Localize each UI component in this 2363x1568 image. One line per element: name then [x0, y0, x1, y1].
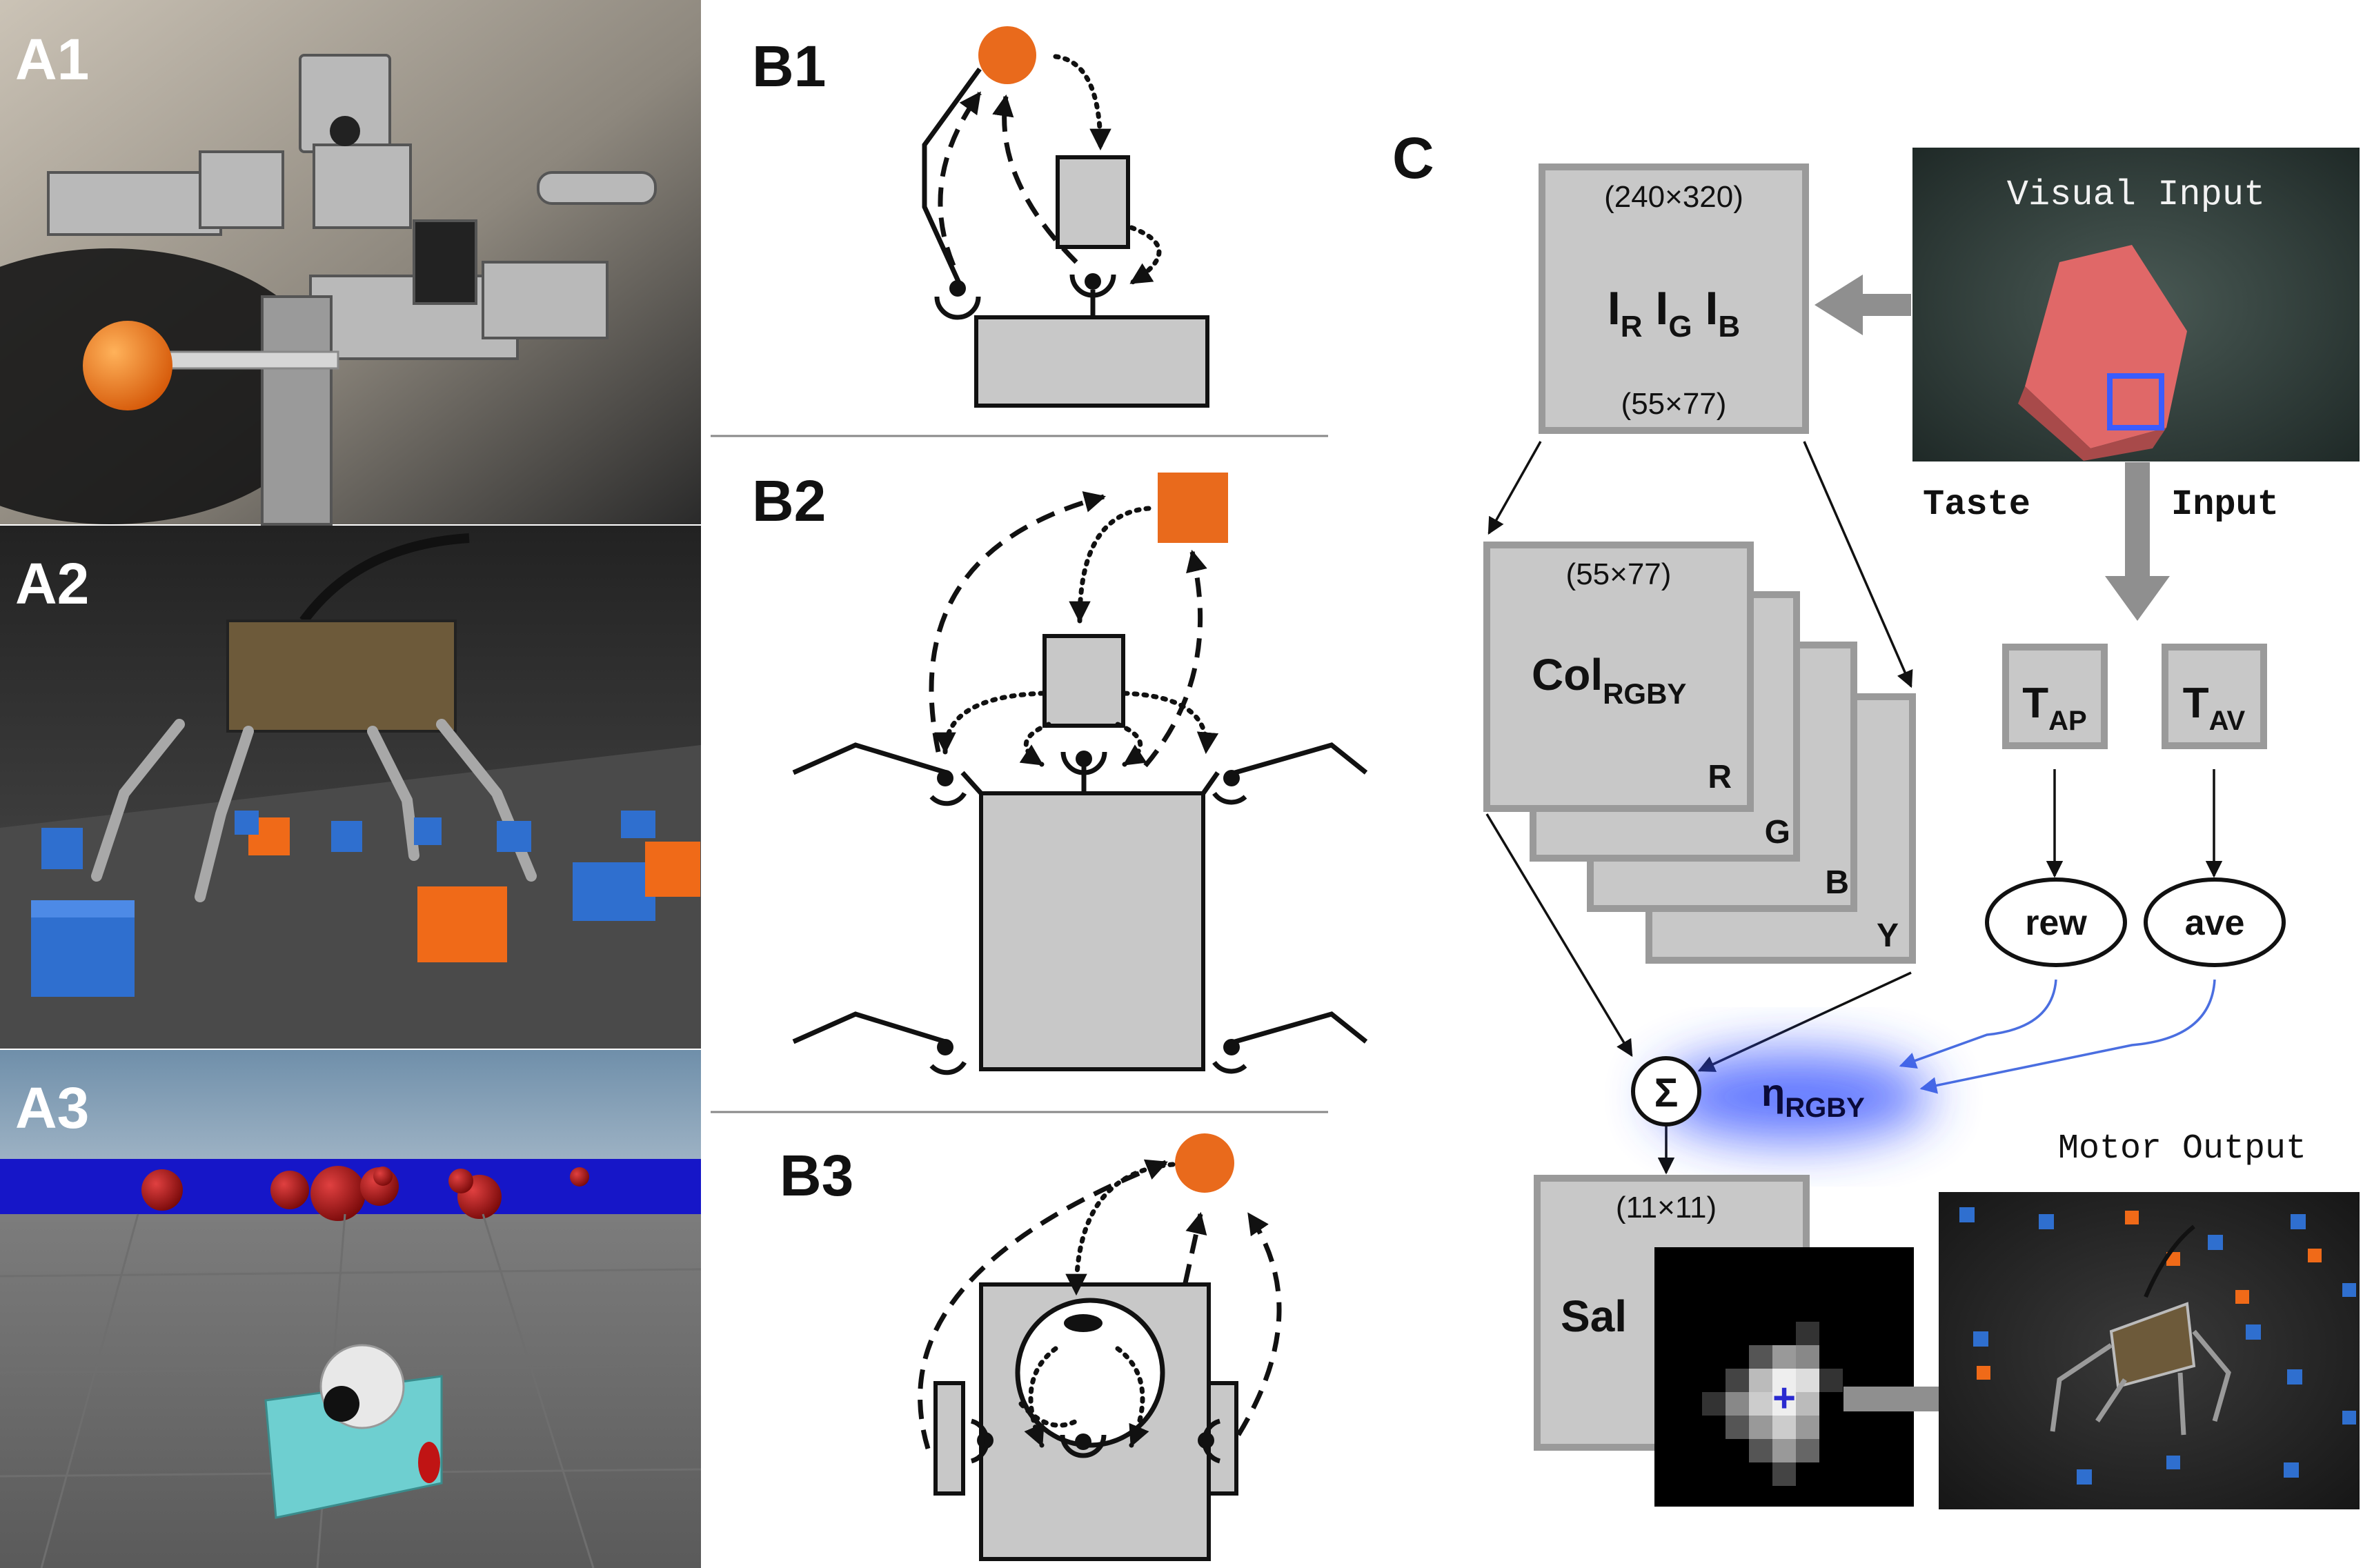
saliency-map: +: [1654, 1247, 1914, 1507]
joint-icon: [934, 280, 981, 320]
layer-y: Y: [1877, 917, 1899, 954]
panel-label-b2: B2: [752, 468, 826, 533]
panel-label-b1: B1: [752, 34, 826, 99]
diagram-b3: [918, 1133, 1282, 1561]
input-size-bottom: (55×77): [1621, 387, 1727, 421]
taste-label-right: Input: [2171, 484, 2279, 525]
body-box: [974, 315, 1209, 408]
orange-ball-icon: [83, 321, 172, 410]
color-size: (55×77): [1566, 557, 1672, 591]
input-arrow: [1815, 275, 1911, 335]
wheel-left: [933, 1381, 965, 1496]
diagram-b1: [922, 26, 1209, 408]
layer-g: G: [1765, 814, 1790, 851]
motor-output-photo: [1939, 1192, 2360, 1509]
camera-image: Visual Input: [1912, 148, 2360, 462]
svg-text:TAV: TAV: [2183, 679, 2246, 736]
input-box: (240×320) (55×77) IR IG IB: [1539, 163, 1809, 434]
taste-ap-box: TAP: [2002, 644, 2108, 749]
sum-node: [1631, 1056, 1701, 1127]
body-box: [979, 791, 1205, 1071]
joint-icon: [970, 1418, 993, 1464]
joint-icon: [929, 770, 967, 806]
layer-b: B: [1825, 864, 1849, 901]
reward-label: rew: [2025, 903, 2087, 943]
diagram-b2: [792, 473, 1368, 1075]
panel-label-c: C: [1392, 126, 1434, 190]
panel-label-a3: A3: [15, 1075, 89, 1140]
saliency-size: (11×11): [1616, 1191, 1717, 1224]
motor-output-label: Motor Output: [2058, 1129, 2306, 1169]
panel-label-a2: A2: [15, 551, 89, 616]
visual-input-label: Visual Input: [2007, 175, 2265, 215]
photo-a1: [0, 0, 701, 526]
aversive-label: ave: [2185, 903, 2245, 943]
taste-arrow: [2105, 462, 2170, 621]
orange-cube-icon: [1158, 473, 1228, 543]
layer-r: R: [1708, 759, 1732, 795]
joint-icon: [1198, 1418, 1221, 1464]
reward-node: [1985, 877, 2127, 967]
orange-ball-icon: [978, 26, 1036, 84]
cube-set-a2: [31, 811, 700, 997]
taste-region-marker: [2107, 373, 2164, 430]
color-label: ColRGBY: [1532, 650, 1686, 710]
joint-icon: [1069, 273, 1116, 298]
learning-glow: [1656, 1052, 1932, 1142]
input-size-top: (240×320): [1604, 180, 1743, 214]
head-box: [1056, 155, 1130, 249]
saliency-label: Sal: [1561, 1291, 1627, 1341]
eta-label: ηRGBY: [1761, 1071, 1865, 1123]
photo-a3: [0, 1050, 702, 1568]
panel-label-b3: B3: [780, 1143, 853, 1208]
saliency-max-marker: +: [1772, 1376, 1796, 1420]
joint-icon: [1212, 1039, 1247, 1074]
joint-icon: [929, 1039, 967, 1075]
joint-icon: [1060, 1433, 1107, 1458]
joint-icon: [1212, 770, 1247, 805]
joint-icon: [1060, 751, 1107, 775]
head-box: [1042, 634, 1125, 728]
color-feature-stack: (55×77) ColRGBY R G B Y: [1483, 542, 1916, 964]
orange-ball-icon: [1175, 1133, 1234, 1193]
taste-label-left: Taste: [1923, 484, 2030, 525]
aversive-node: [2144, 877, 2286, 967]
simulated-robot: [264, 1344, 443, 1519]
sum-symbol: Σ: [1654, 1071, 1679, 1115]
panel-label-a1: A1: [15, 27, 89, 92]
svg-text:TAP: TAP: [2022, 679, 2086, 736]
photo-a2: [0, 526, 701, 1049]
taste-av-box: TAV: [2162, 644, 2267, 749]
